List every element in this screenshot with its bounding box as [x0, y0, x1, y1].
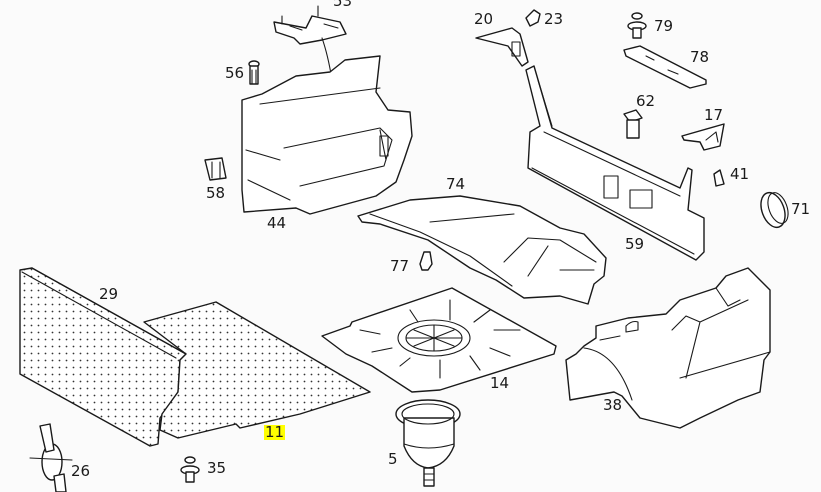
- part-26-wing-fastener[interactable]: [29, 423, 73, 492]
- part-77-nut[interactable]: [419, 251, 433, 271]
- callout-78[interactable]: 78: [690, 48, 710, 66]
- part-5-wheel-holder[interactable]: [395, 399, 461, 487]
- callout-41[interactable]: 41: [730, 165, 750, 183]
- part-58-clip[interactable]: [204, 157, 227, 181]
- callout-74[interactable]: 74: [446, 175, 466, 193]
- part-20-trim[interactable]: [475, 27, 529, 67]
- callout-35[interactable]: 35: [207, 459, 227, 477]
- part-56-rivet[interactable]: [248, 60, 260, 85]
- callout-58[interactable]: 58: [206, 184, 226, 202]
- callout-44[interactable]: 44: [267, 214, 287, 232]
- callout-23[interactable]: 23: [544, 10, 564, 28]
- callout-62[interactable]: 62: [636, 92, 656, 110]
- callout-17[interactable]: 17: [704, 106, 724, 124]
- callout-59[interactable]: 59: [625, 235, 645, 253]
- callout-79[interactable]: 79: [654, 17, 674, 35]
- part-79-clip[interactable]: [627, 12, 647, 39]
- callout-56[interactable]: 56: [225, 64, 245, 82]
- callout-11-highlighted[interactable]: 11: [264, 423, 286, 441]
- part-59-cross-panel[interactable]: [525, 65, 705, 261]
- callout-71[interactable]: 71: [791, 200, 811, 218]
- part-78-rail[interactable]: [623, 45, 707, 89]
- callout-14[interactable]: 14: [490, 374, 510, 392]
- part-38-side-box[interactable]: [565, 267, 771, 429]
- part-71-cap[interactable]: [757, 189, 792, 230]
- callout-53[interactable]: 53: [333, 0, 353, 10]
- callout-38[interactable]: 38: [603, 396, 623, 414]
- part-23-fastener[interactable]: [525, 9, 541, 27]
- part-14-tray[interactable]: [321, 287, 557, 393]
- callout-5[interactable]: 5: [388, 450, 398, 468]
- callout-20[interactable]: 20: [474, 10, 494, 28]
- part-35-push-clip[interactable]: [180, 456, 200, 483]
- callout-26[interactable]: 26: [71, 462, 91, 480]
- part-11-floor-mat[interactable]: [143, 301, 371, 439]
- callout-29[interactable]: 29: [99, 285, 119, 303]
- part-17-bracket[interactable]: [681, 123, 725, 151]
- callout-77[interactable]: 77: [390, 257, 410, 275]
- part-74-floor-cover[interactable]: [357, 195, 607, 305]
- part-44-side-panel[interactable]: [241, 55, 413, 215]
- part-41-clip[interactable]: [713, 169, 725, 187]
- part-62-clip[interactable]: [623, 109, 643, 139]
